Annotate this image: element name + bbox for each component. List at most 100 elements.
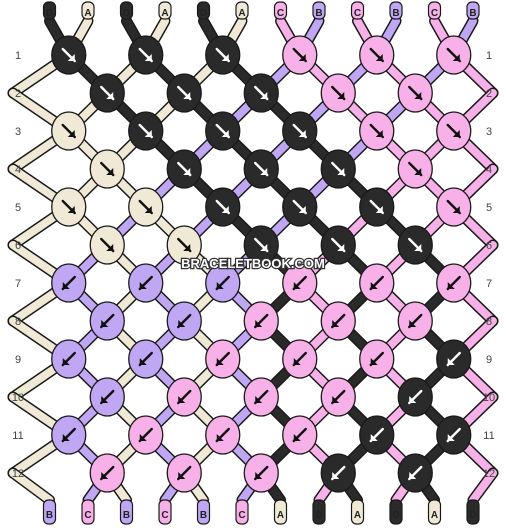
knot-r4-4 <box>320 149 356 189</box>
knot-r7-5 <box>359 263 395 303</box>
knot-r7-6 <box>436 263 472 303</box>
arrow-down-left-icon <box>408 389 423 405</box>
arrow-down-right-icon <box>408 85 423 101</box>
knot-r1-5 <box>359 35 395 75</box>
knot-r9-2 <box>128 339 164 379</box>
arrow-down-left-icon <box>215 351 230 367</box>
row-number-right: 3 <box>486 126 492 138</box>
arrow-down-left-icon <box>138 427 153 443</box>
arrow-down-left-icon <box>446 275 461 291</box>
knot-r5-5 <box>359 187 395 227</box>
knot-r4-1 <box>89 149 125 189</box>
knot-r11-5 <box>359 415 395 455</box>
knot-r7-1 <box>51 263 87 303</box>
arrow-down-right-icon <box>177 85 192 101</box>
knot-r7-2 <box>128 263 164 303</box>
top-string-label: A <box>84 8 91 19</box>
knot-r11-6 <box>436 415 472 455</box>
watermark: BRACELETBOOK.COM <box>181 256 325 271</box>
arrow-down-right-icon <box>331 85 346 101</box>
knot-r1-2 <box>128 35 164 75</box>
bottom-string-cap <box>273 499 288 525</box>
arrow-down-right-icon <box>254 85 269 101</box>
knot-r6-1 <box>89 225 125 265</box>
arrow-down-left-icon <box>138 351 153 367</box>
knot-r7-3 <box>205 263 241 303</box>
arrow-down-left-icon <box>331 389 346 405</box>
arrow-down-left-icon <box>100 313 115 329</box>
knot-r12-4 <box>320 453 356 493</box>
knot-r11-2 <box>128 415 164 455</box>
knot-r9-1 <box>51 339 87 379</box>
knot-r12-5 <box>397 453 433 493</box>
top-string-label: A <box>238 8 245 19</box>
knot-r1-1 <box>51 35 87 75</box>
knot-r5-1 <box>51 187 87 227</box>
arrow-down-left-icon <box>369 275 384 291</box>
arrow-down-left-icon <box>100 465 115 481</box>
knot-r12-1 <box>89 453 125 493</box>
top-string-label: B <box>469 8 476 19</box>
bottom-string-label: B <box>46 510 53 521</box>
knot-r6-3 <box>243 225 279 265</box>
bottom-string-label: B <box>200 510 207 521</box>
arrow-down-left-icon <box>292 351 307 367</box>
arrow-down-right-icon <box>369 123 384 139</box>
bottom-string-cap <box>42 499 57 525</box>
row-number-left: 11 <box>12 430 23 442</box>
bottom-string-cap <box>119 499 134 525</box>
arrow-down-right-icon <box>408 161 423 177</box>
knot-r8-1 <box>89 301 125 341</box>
arrow-down-left-icon <box>369 351 384 367</box>
knot-r9-3 <box>205 339 241 379</box>
bottom-string-label: C <box>161 510 168 521</box>
top-string-cap <box>389 1 403 20</box>
arrow-down-right-icon <box>100 85 115 101</box>
arrow-down-right-icon <box>215 123 230 139</box>
top-string-label: D <box>200 8 207 19</box>
arrow-down-left-icon <box>138 275 153 291</box>
arrow-down-left-icon <box>254 465 269 481</box>
arrow-down-left-icon <box>292 427 307 443</box>
arrow-down-left-icon <box>61 427 76 443</box>
row-number-left: 4 <box>15 164 21 176</box>
arrow-down-right-icon <box>254 161 269 177</box>
arrow-down-right-icon <box>100 161 115 177</box>
knot-r9-5 <box>359 339 395 379</box>
arrow-down-left-icon <box>446 351 461 367</box>
knot-r4-2 <box>166 149 202 189</box>
arrow-down-right-icon <box>61 47 76 63</box>
arrow-down-left-icon <box>408 465 423 481</box>
row-number-left: 8 <box>15 316 21 328</box>
arrow-down-right-icon <box>177 161 192 177</box>
top-string-label: B <box>315 8 322 19</box>
top-string-label: C <box>277 8 284 19</box>
top-string-label: D <box>46 8 53 19</box>
bottom-string-label: D <box>392 510 399 521</box>
knot-r1-3 <box>205 35 241 75</box>
row-number-left: 1 <box>15 50 21 62</box>
bottom-string-cap <box>350 499 365 525</box>
knot-r10-5 <box>397 377 433 417</box>
bottom-string-cap <box>389 499 403 525</box>
arrow-down-left-icon <box>292 275 307 291</box>
knot-r2-4 <box>320 73 356 113</box>
arrow-down-left-icon <box>215 427 230 443</box>
string-segment <box>469 469 497 504</box>
knot-r3-2 <box>128 111 164 151</box>
knot-r11-1 <box>51 415 87 455</box>
knot-r2-5 <box>397 73 433 113</box>
knot-r1-4 <box>282 35 318 75</box>
knot-r3-1 <box>51 111 87 151</box>
arrow-down-right-icon <box>215 47 230 63</box>
bottom-string-label: A <box>277 510 284 521</box>
row-number-left: 3 <box>15 126 21 138</box>
arrow-down-right-icon <box>292 123 307 139</box>
knot-r5-6 <box>436 187 472 227</box>
knot-r3-4 <box>282 111 318 151</box>
bottom-string-cap <box>196 499 211 525</box>
arrow-down-right-icon <box>292 199 307 215</box>
row-number-left: 7 <box>15 278 21 290</box>
knot-r9-6 <box>436 339 472 379</box>
